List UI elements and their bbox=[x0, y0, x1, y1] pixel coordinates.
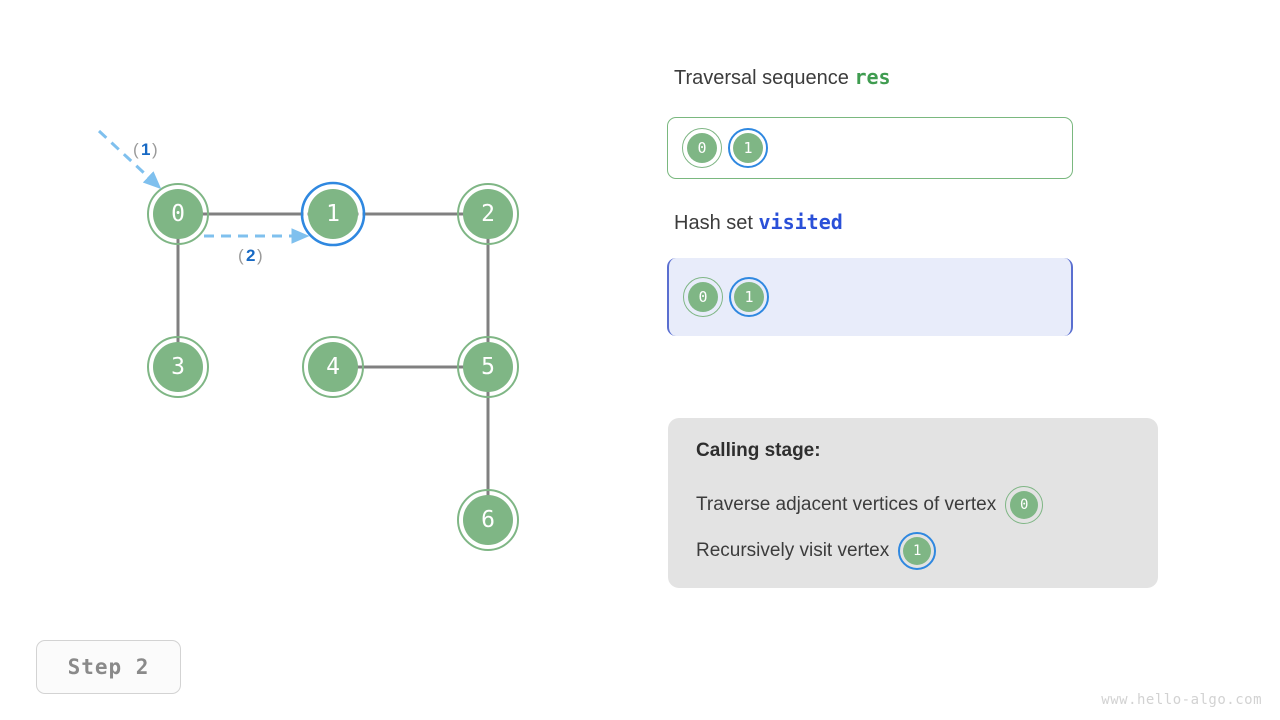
calling-stage-line-0-badge-ring bbox=[1005, 486, 1044, 524]
graph-vertex-5[interactable]: 5 bbox=[457, 336, 519, 398]
entry-arrow-paren-open: ( bbox=[133, 140, 139, 159]
graph-vertex-6-label: 6 bbox=[481, 507, 495, 533]
res-section-title: Traversal sequence res bbox=[674, 65, 891, 90]
graph-vertex-5-label: 5 bbox=[481, 354, 495, 380]
visited-item-1[interactable]: 1 bbox=[729, 277, 769, 317]
calling-stage-line-0-text: Traverse adjacent vertices of vertex bbox=[696, 494, 997, 515]
calling-stage-line-1-badge: 1 bbox=[898, 532, 937, 570]
calling-stage-line-1-text: Recursively visit vertex bbox=[696, 540, 890, 561]
calling-stage-line-1-badge-ring bbox=[898, 532, 937, 570]
res-title-code: res bbox=[854, 65, 891, 89]
visited-title-code: visited bbox=[758, 210, 843, 234]
visited-item-0[interactable]: 0 bbox=[683, 277, 723, 317]
graph-vertex-1-label: 1 bbox=[326, 201, 340, 227]
calling-stage-line-1: Recursively visit vertex 1 bbox=[696, 528, 1132, 574]
graph-vertex-3[interactable]: 3 bbox=[147, 336, 209, 398]
visited-item-0-ring bbox=[683, 277, 723, 317]
graph-diagram: 0 1 2 3 4 bbox=[97, 129, 519, 551]
entry-arrow-label: 1 bbox=[141, 140, 150, 159]
graph-vertices: 0 1 2 3 4 bbox=[147, 181, 519, 551]
graph-vertex-6[interactable]: 6 bbox=[457, 489, 519, 551]
graph-vertex-4[interactable]: 4 bbox=[302, 336, 364, 398]
graph-vertex-0-label: 0 bbox=[171, 201, 185, 227]
res-item-0[interactable]: 0 bbox=[682, 128, 722, 168]
res-item-1[interactable]: 1 bbox=[728, 128, 768, 168]
graph-vertex-0[interactable]: 0 bbox=[147, 183, 209, 245]
info-panel: Traversal sequence res 0 1 Hash set visi… bbox=[660, 0, 1280, 720]
calling-stage-card: Calling stage: Traverse adjacent vertice… bbox=[668, 418, 1158, 588]
calling-stage-line-0: Traverse adjacent vertices of vertex 0 bbox=[696, 482, 1132, 528]
traverse-arrow-paren-open: ( bbox=[238, 246, 244, 265]
visited-item-1-ring bbox=[729, 277, 769, 317]
graph-annotations: ( 1 ) ( 2 ) bbox=[97, 129, 310, 265]
graph-vertex-2[interactable]: 2 bbox=[457, 183, 519, 245]
res-item-1-ring bbox=[728, 128, 768, 168]
graph-vertex-4-label: 4 bbox=[326, 354, 340, 380]
graph-panel: 0 1 2 3 4 bbox=[97, 129, 519, 551]
res-title-prefix: Traversal sequence bbox=[674, 67, 849, 89]
entry-arrow-icon bbox=[97, 129, 162, 190]
graph-vertex-2-label: 2 bbox=[481, 201, 495, 227]
visited-title-prefix: Hash set bbox=[674, 212, 753, 234]
traverse-arrow-paren-close: ) bbox=[257, 246, 263, 265]
entry-arrow-paren-close: ) bbox=[152, 140, 158, 159]
visited-section-title: Hash set visited bbox=[674, 210, 843, 235]
calling-stage-line-0-badge: 0 bbox=[1005, 486, 1044, 524]
visited-container: 0 1 bbox=[667, 258, 1073, 336]
graph-vertex-3-label: 3 bbox=[171, 354, 185, 380]
res-container: 0 1 bbox=[667, 117, 1073, 179]
calling-stage-heading: Calling stage: bbox=[696, 440, 821, 461]
watermark: www.hello-algo.com bbox=[1101, 692, 1262, 708]
step-badge: Step 2 bbox=[36, 640, 181, 694]
graph-vertex-1[interactable]: 1 bbox=[300, 181, 366, 247]
traverse-arrow-label: 2 bbox=[246, 246, 255, 265]
res-item-0-ring bbox=[682, 128, 722, 168]
